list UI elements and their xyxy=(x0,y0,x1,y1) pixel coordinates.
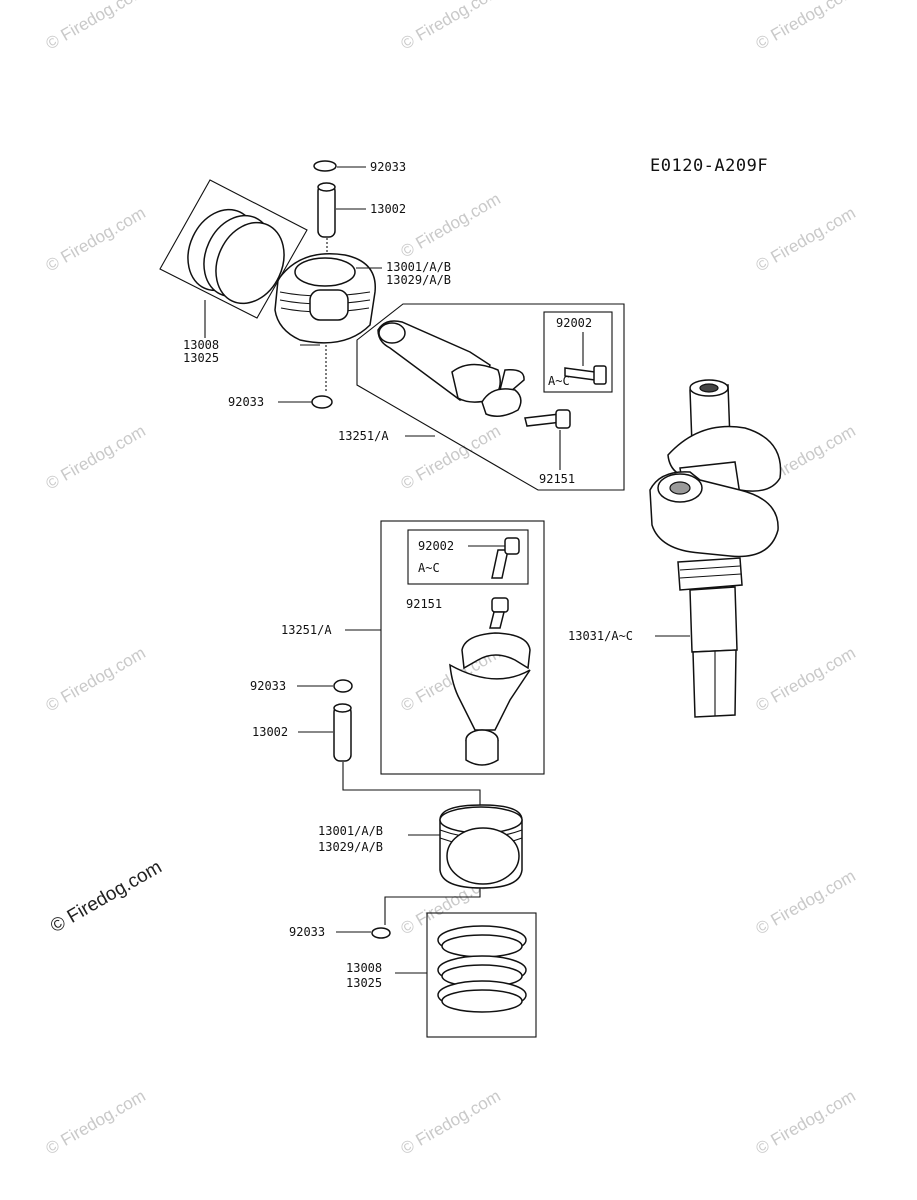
label-92033-low: 92033 xyxy=(250,679,286,693)
watermark: © Firedog.com xyxy=(43,643,149,715)
piston-pin-low-part xyxy=(333,705,352,762)
conrod-low-bolt-box xyxy=(407,529,529,585)
upper-conrod-group: 92002 A~C 92151 13251/A xyxy=(338,303,625,491)
bolt-92002-low-part xyxy=(491,537,520,579)
snap-ring-top-part xyxy=(313,160,337,172)
watermark-main: © Firedog.com xyxy=(47,857,166,938)
label-92151-low: 92151 xyxy=(406,597,442,611)
watermark: © Firedog.com xyxy=(43,1086,149,1158)
conrod-top-box xyxy=(356,303,625,491)
conrod-top-bolt-box xyxy=(543,311,613,393)
label-13008-low: 13008 xyxy=(346,961,382,975)
diagram-code: E0120-A209F xyxy=(650,156,768,176)
piston-rings-top-part xyxy=(187,208,285,305)
bolt-92151-low-part xyxy=(489,597,509,629)
label-92151-top: 92151 xyxy=(539,472,575,486)
label-13002-top: 13002 xyxy=(370,202,406,216)
watermark: © Firedog.com xyxy=(753,643,859,715)
watermark: © Firedog.com xyxy=(753,1086,859,1158)
snap-ring-mid-part xyxy=(311,395,333,409)
watermark: © Firedog.com xyxy=(43,0,149,53)
piston-pin-top-part xyxy=(317,184,336,238)
watermark: © Firedog.com xyxy=(398,421,504,493)
lower-piston-group: 92033 13002 13001/A/B 13029/A/B 92033 xyxy=(250,679,537,1038)
label-92002-top: 92002 xyxy=(556,316,592,330)
conrod-low-part xyxy=(449,632,531,766)
snap-ring-low-part xyxy=(333,679,353,693)
label-92033-top: 92033 xyxy=(370,160,406,174)
watermark: © Firedog.com xyxy=(753,203,859,275)
conrod-low-box xyxy=(380,520,545,775)
label-92033-mid: 92033 xyxy=(228,395,264,409)
watermark: © Firedog.com xyxy=(398,1086,504,1158)
label-13001-low: 13001/A/B xyxy=(318,824,383,838)
label-13251-low: 13251/A xyxy=(281,623,332,637)
watermark: © Firedog.com xyxy=(753,866,859,938)
watermark: © Firedog.com xyxy=(43,203,149,275)
crankshaft-part xyxy=(649,379,782,718)
label-13251-top: 13251/A xyxy=(338,429,389,443)
watermark: © Firedog.com xyxy=(398,0,504,53)
label-a-c-low: A~C xyxy=(418,561,440,575)
upper-piston-group: 92033 13002 13001/A/B 13029/A/B 1300 xyxy=(159,160,451,409)
piston-top-part xyxy=(274,253,376,346)
bolt-92151-top-part xyxy=(524,409,571,429)
watermark: © Firedog.com xyxy=(398,189,504,261)
label-92033-bottom: 92033 xyxy=(289,925,325,939)
label-13002-low: 13002 xyxy=(252,725,288,739)
piston-rings-low-part xyxy=(437,925,527,1013)
label-13025-top: 13025 xyxy=(183,351,219,365)
snap-ring-bottom-part xyxy=(371,927,391,939)
label-13001-top: 13001/A/B xyxy=(386,260,451,274)
rings-top-box xyxy=(159,179,308,319)
rings-low-box xyxy=(426,912,537,1038)
label-a-c-top: A~C xyxy=(548,374,570,388)
label-13025-low: 13025 xyxy=(346,976,382,990)
label-13029-top: 13029/A/B xyxy=(386,273,451,287)
piston-low-part xyxy=(439,804,523,889)
label-13008-top: 13008 xyxy=(183,338,219,352)
watermark: © Firedog.com xyxy=(753,0,859,53)
label-92002-low: 92002 xyxy=(418,539,454,553)
conrod-top-part xyxy=(377,320,525,417)
label-13031: 13031/A~C xyxy=(568,629,633,643)
watermark: © Firedog.com xyxy=(43,421,149,493)
bolt-92002-top-part xyxy=(564,365,607,385)
lower-conrod-group: 92002 A~C 92151 13251/A xyxy=(281,520,545,775)
label-13029-low: 13029/A/B xyxy=(318,840,383,854)
